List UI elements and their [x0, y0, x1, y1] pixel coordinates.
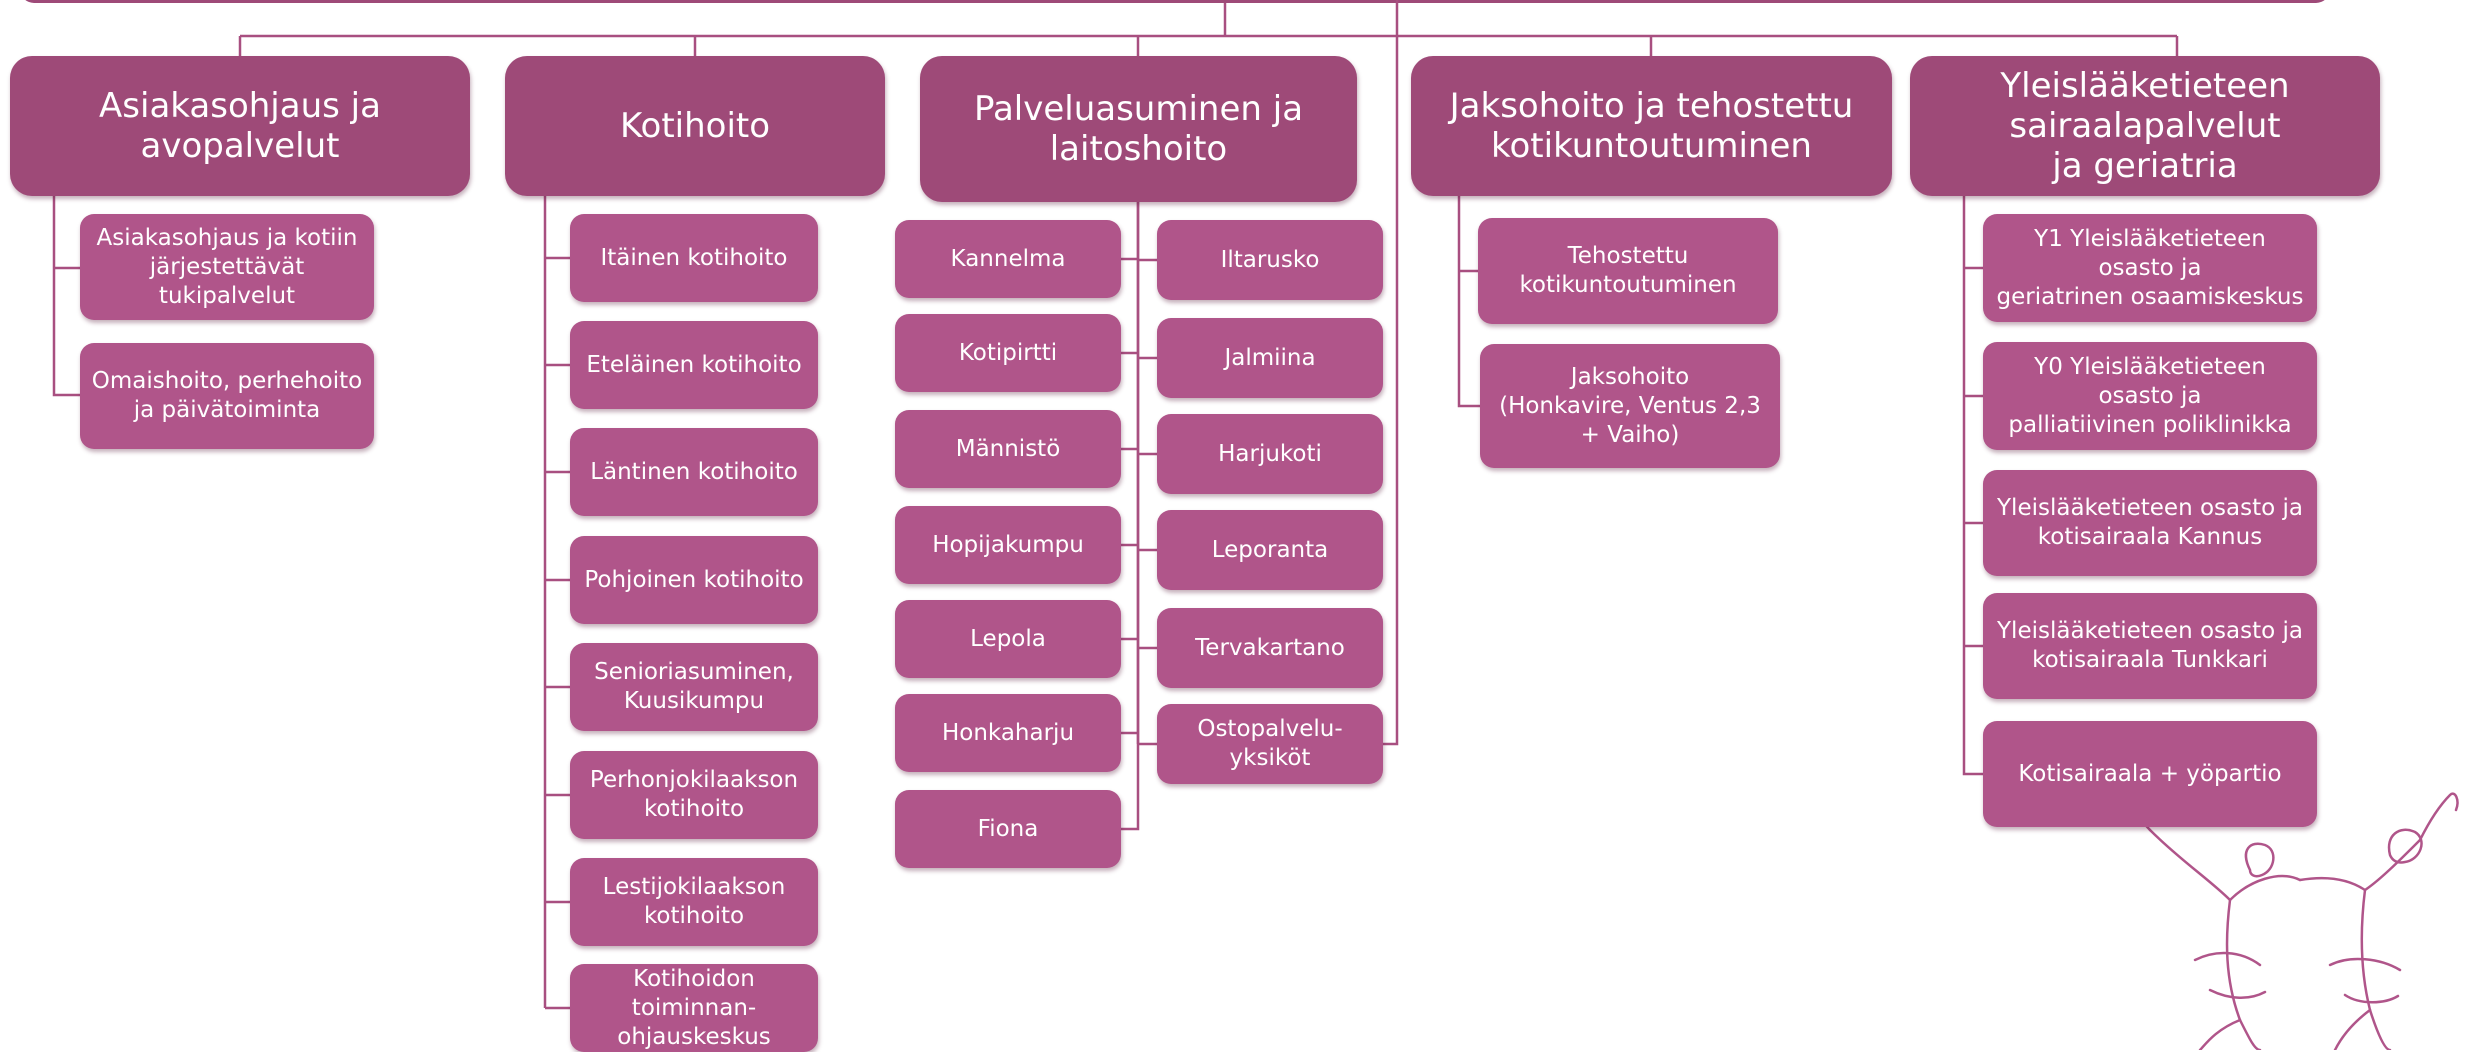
column-header-5-label: Yleislääketieteen sairaalapalvelut ja ge… — [2000, 66, 2290, 186]
unit-box: Jaksohoito (Honkavire, Ventus 2,3 + Vaih… — [1480, 344, 1780, 468]
column-header-5: Yleislääketieteen sairaalapalvelut ja ge… — [1910, 56, 2380, 196]
unit-box: Tervakartano — [1157, 608, 1383, 688]
unit-box: Ostopalvelu- yksiköt — [1157, 704, 1383, 784]
unit-box: Lestijokilaakson kotihoito — [570, 858, 818, 946]
unit-box-label: Fiona — [977, 815, 1039, 842]
unit-box: Eteläinen kotihoito — [570, 321, 818, 409]
unit-box-label: Lestijokilaakson kotihoito — [602, 874, 786, 929]
unit-box: Kotisairaala + yöpartio — [1983, 721, 2317, 827]
figure-stroke — [2225, 898, 2262, 1050]
unit-box-label: Hopijakumpu — [932, 531, 1084, 558]
unit-box-label: Asiakasohjaus ja kotiin järjestettävät t… — [96, 224, 358, 309]
column-header-1: Asiakasohjaus ja avopalvelut — [10, 56, 470, 196]
unit-box: Fiona — [895, 790, 1121, 868]
figure-stroke — [2148, 828, 2302, 902]
figure-stroke — [2333, 1008, 2372, 1050]
unit-box: Jalmiina — [1157, 318, 1383, 398]
column-header-3: Palveluasuminen ja laitoshoito — [920, 56, 1357, 202]
figure-stroke — [2193, 951, 2262, 967]
figure-stroke — [2360, 888, 2392, 1050]
column-header-4: Jaksohoito ja tehostettu kotikuntoutumin… — [1411, 56, 1892, 196]
unit-box-label: Senioriasuminen, Kuusikumpu — [594, 659, 794, 714]
unit-box-label: Omaishoito, perhehoito ja päivätoiminta — [91, 368, 363, 423]
figure-stroke — [2343, 993, 2400, 1004]
unit-box: Iltarusko — [1157, 220, 1383, 300]
figure-stroke — [2244, 842, 2275, 878]
unit-box-label: Y1 Yleislääketieteen osasto ja geriatrin… — [1996, 225, 2304, 310]
column-header-1-label: Asiakasohjaus ja avopalvelut — [99, 86, 381, 166]
unit-box: Pohjoinen kotihoito — [570, 536, 818, 624]
unit-box-label: Eteläinen kotihoito — [586, 351, 802, 378]
unit-box-label: Y0 Yleislääketieteen osasto ja palliatii… — [2008, 353, 2292, 438]
unit-box-label: Jalmiina — [1224, 344, 1316, 371]
unit-box: Yleislääketieteen osasto ja kotisairaala… — [1983, 470, 2317, 576]
column-header-2-label: Kotihoito — [619, 106, 771, 146]
connector-line — [1962, 196, 1983, 776]
unit-box: Omaishoito, perhehoito ja päivätoiminta — [80, 343, 374, 449]
figure-stroke — [2198, 1018, 2242, 1050]
figure-stroke — [2387, 828, 2423, 864]
unit-box-label: Leporanta — [1211, 536, 1329, 563]
unit-box-label: Ostopalvelu- yksiköt — [1197, 716, 1343, 771]
unit-box-label: Yleislääketieteen osasto ja kotisairaala… — [1997, 618, 2303, 673]
unit-box-label: Yleislääketieteen osasto ja kotisairaala… — [1997, 495, 2303, 550]
connector-line — [1457, 196, 1480, 408]
unit-box: Y1 Yleislääketieteen osasto ja geriatrin… — [1983, 214, 2317, 322]
unit-box-label: Iltarusko — [1220, 246, 1320, 273]
unit-box: Tehostettu kotikuntoutuminen — [1478, 218, 1778, 324]
unit-box: Läntinen kotihoito — [570, 428, 818, 516]
unit-box: Honkaharju — [895, 694, 1121, 772]
unit-box: Lepola — [895, 600, 1121, 678]
unit-box-label: Tehostettu kotikuntoutuminen — [1519, 243, 1737, 298]
column-header-3-label: Palveluasuminen ja laitoshoito — [973, 89, 1304, 169]
column-header-4-label: Jaksohoito ja tehostettu kotikuntoutumin… — [1449, 86, 1854, 166]
unit-box: Y0 Yleislääketieteen osasto ja palliatii… — [1983, 342, 2317, 450]
unit-box-label: Männistö — [955, 435, 1061, 462]
figure-stroke — [2298, 838, 2422, 892]
column-header-2: Kotihoito — [505, 56, 885, 196]
unit-box-label: Kotihoidon toiminnan- ohjauskeskus — [617, 965, 771, 1050]
unit-box-label: Pohjoinen kotihoito — [584, 566, 804, 593]
unit-box-label: Läntinen kotihoito — [590, 458, 798, 485]
connector-line — [52, 196, 80, 397]
figure-stroke — [2328, 957, 2402, 972]
unit-box: Harjukoti — [1157, 414, 1383, 494]
unit-box-label: Kotipirtti — [958, 339, 1058, 366]
unit-box: Senioriasuminen, Kuusikumpu — [570, 643, 818, 731]
unit-box-label: Tervakartano — [1195, 634, 1345, 661]
unit-box: Itäinen kotihoito — [570, 214, 818, 302]
figure-stroke — [2208, 988, 2267, 999]
unit-box: Perhonjokilaakson kotihoito — [570, 751, 818, 839]
unit-box-label: Perhonjokilaakson kotihoito — [589, 767, 799, 822]
unit-box-label: Harjukoti — [1218, 440, 1322, 467]
unit-box-label: Kotisairaala + yöpartio — [2018, 760, 2282, 787]
unit-box-label: Honkaharju — [941, 719, 1075, 746]
top-level-box — [25, 0, 2325, 3]
unit-box: Leporanta — [1157, 510, 1383, 590]
unit-box: Kotipirtti — [895, 314, 1121, 392]
unit-box-label: Kannelma — [950, 245, 1066, 272]
unit-box-label: Itäinen kotihoito — [600, 244, 788, 271]
unit-box-label: Lepola — [970, 625, 1046, 652]
unit-box: Männistö — [895, 410, 1121, 488]
unit-box: Asiakasohjaus ja kotiin järjestettävät t… — [80, 214, 374, 320]
unit-box: Kannelma — [895, 220, 1121, 298]
unit-box-label: Jaksohoito (Honkavire, Ventus 2,3 + Vaih… — [1499, 363, 1761, 448]
connector-line — [1383, 0, 1399, 746]
unit-box: Kotihoidon toiminnan- ohjauskeskus — [570, 964, 818, 1052]
unit-box: Yleislääketieteen osasto ja kotisairaala… — [1983, 593, 2317, 699]
figure-stroke — [2418, 792, 2459, 842]
unit-box: Hopijakumpu — [895, 506, 1121, 584]
